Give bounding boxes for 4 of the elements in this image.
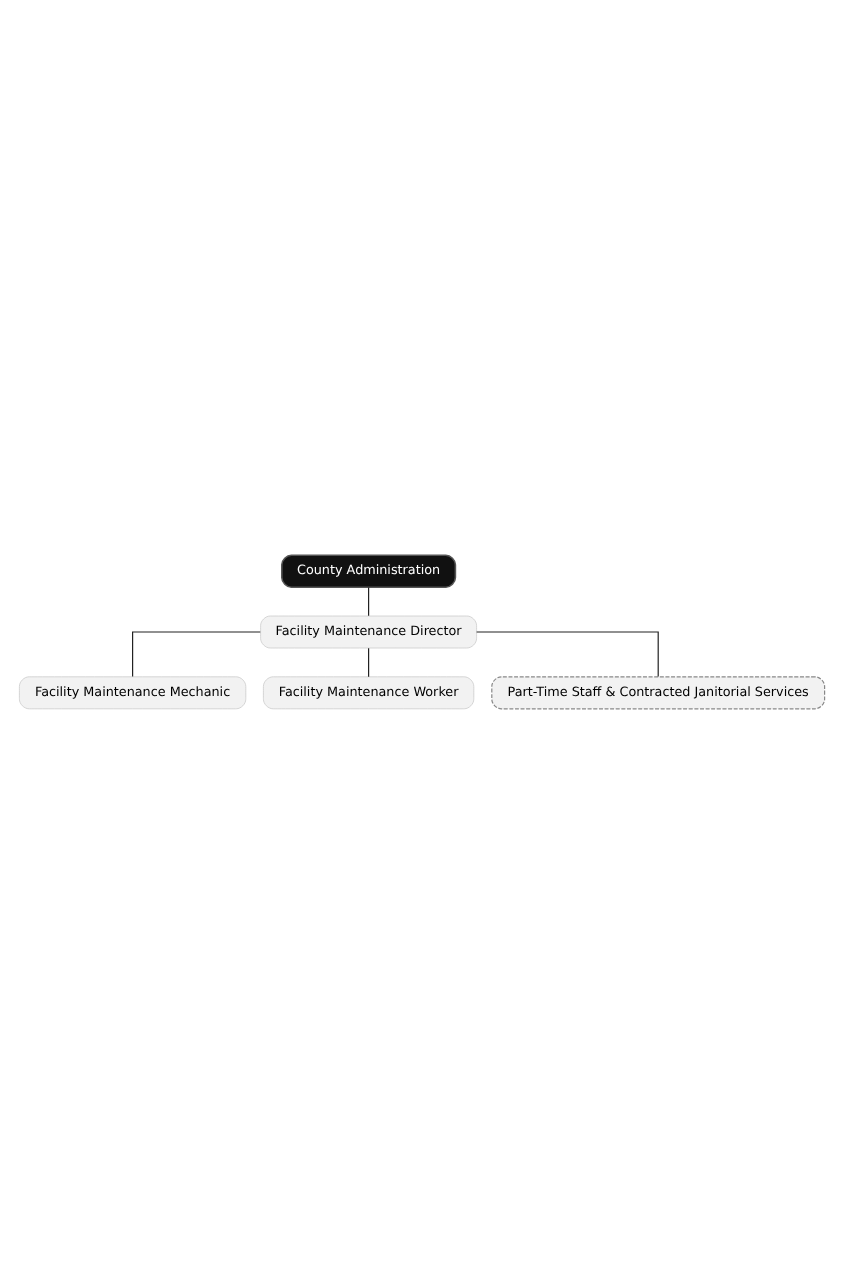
connector (368, 585, 370, 616)
connector (368, 646, 370, 677)
connector (132, 630, 261, 677)
connector (476, 630, 659, 677)
